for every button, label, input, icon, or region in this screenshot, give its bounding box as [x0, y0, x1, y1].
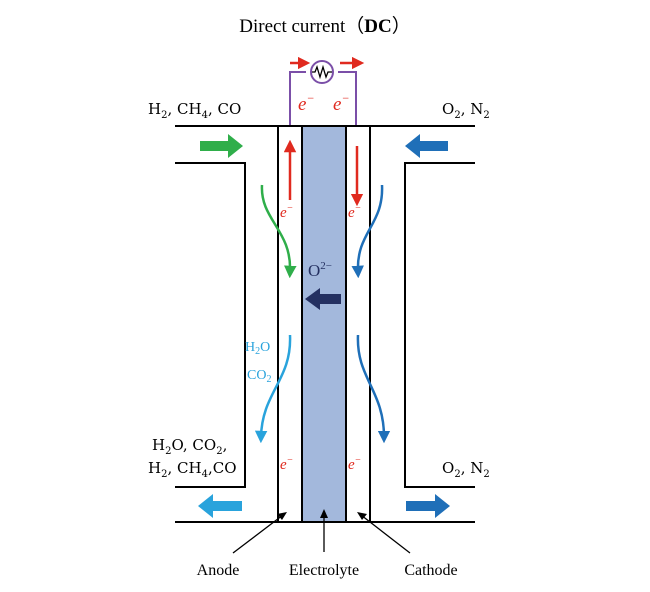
resistor-zigzag-icon: [312, 64, 332, 80]
cathode-exhaust-arrow: [406, 494, 450, 518]
cathode-outlet-gases: O2, N2: [442, 459, 490, 480]
product-co2-label: CO2: [247, 368, 271, 385]
title: Direct current（DC）: [239, 15, 411, 37]
oxygen-diffusion-curve-upper: [351, 184, 384, 279]
anode-electron-label-lower: e−: [280, 455, 293, 473]
external-circuit: e− e−: [289, 56, 365, 126]
cathode-inlet-gases: O2, N2: [442, 100, 490, 121]
anode-electron-label-upper: e−: [280, 203, 293, 221]
fuel-diffusion-curve: [260, 184, 297, 279]
oxide-ion-arrow: [305, 288, 341, 310]
circuit-electron-label-2: e−: [333, 91, 350, 115]
cathode-electron-label-lower: e−: [348, 455, 361, 473]
oxygen-diffusion-curve-lower: [356, 334, 391, 444]
fuel-inlet-arrow: [200, 134, 243, 158]
cathode-label: Cathode: [404, 562, 457, 579]
cathode-pointer: [360, 514, 411, 554]
anode-inlet-gases: H2, CH4, CO: [148, 100, 241, 121]
oxide-ion-label: O2−: [308, 260, 332, 280]
anode-outlet-gases-line2: H2, CH4,CO: [148, 459, 237, 480]
oxidant-inlet-arrow: [405, 134, 448, 158]
electrolyte-label: Electrolyte: [289, 562, 359, 579]
component-pointers: [232, 509, 411, 554]
anode-label: Anode: [197, 562, 240, 579]
electrolyte-layer: [301, 125, 347, 523]
anode-pointer: [232, 514, 284, 554]
circuit-electron-label-1: e−: [298, 91, 315, 115]
anode-exhaust-arrow: [198, 494, 242, 518]
product-h2o-label: H2O: [245, 340, 270, 357]
anode-outlet-gases-line1: H2O, CO2,: [152, 436, 227, 457]
cathode-electron-label-upper: e−: [348, 203, 361, 221]
exhaust-diffusion-curve: [254, 334, 292, 444]
